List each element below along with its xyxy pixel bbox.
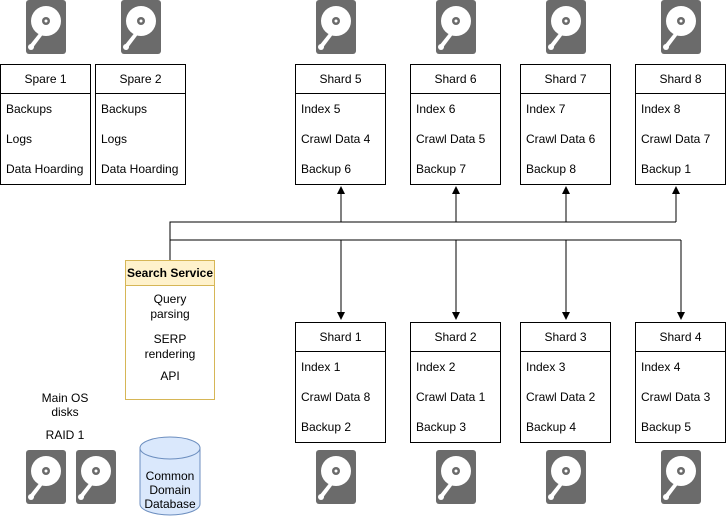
shard-7-box: Shard 7 Index 7 Crawl Data 6 Backup 8 — [520, 64, 611, 185]
search-service-title: Search Service — [126, 261, 214, 286]
shard-8-box: Shard 8 Index 8 Crawl Data 7 Backup 1 — [635, 64, 726, 185]
shard-6-title: Shard 6 — [411, 65, 500, 94]
shard-3-item: Crawl Data 2 — [526, 390, 596, 404]
shard-3-title: Shard 3 — [521, 323, 610, 352]
spare-2-item: Data Hoarding — [101, 162, 179, 176]
shard-8-item: Index 8 — [641, 102, 681, 116]
raid-label: RAID 1 — [45, 428, 85, 442]
shard-5-item: Crawl Data 4 — [301, 132, 371, 146]
hard-disk-icon — [436, 450, 476, 504]
shard-4-item: Crawl Data 3 — [641, 390, 711, 404]
spare-2-box: Spare 2 Backups Logs Data Hoarding — [95, 64, 186, 185]
spare-2-item: Backups — [101, 102, 148, 116]
database-cylinder-icon — [139, 436, 201, 516]
shard-6-item: Backup 7 — [416, 162, 467, 176]
shard-6-item: Index 6 — [416, 102, 456, 116]
shard-4-item: Backup 5 — [641, 420, 692, 434]
search-service-box: Search Service Query parsing SERP render… — [125, 260, 215, 400]
shard-1-box: Shard 1 Index 1 Crawl Data 8 Backup 2 — [295, 322, 386, 443]
hard-disk-icon — [546, 450, 586, 504]
shard-1-item: Crawl Data 8 — [301, 390, 371, 404]
shard-5-item: Backup 6 — [301, 162, 352, 176]
spare-1-item: Logs — [6, 132, 33, 146]
service-item: API — [160, 369, 180, 383]
shard-1-item: Backup 2 — [301, 420, 352, 434]
spare-1-title: Spare 1 — [1, 65, 90, 94]
spare-1-box: Spare 1 Backups Logs Data Hoarding — [0, 64, 91, 185]
shard-4-item: Index 4 — [641, 360, 681, 374]
hard-disk-icon — [26, 0, 66, 54]
hard-disk-icon — [76, 450, 116, 504]
shard-5-item: Index 5 — [301, 102, 341, 116]
database-label: Common Domain Database — [144, 469, 196, 511]
shard-2-item: Index 2 — [416, 360, 456, 374]
bus-to-top-shards — [169, 221, 676, 260]
shard-3-item: Backup 4 — [526, 420, 577, 434]
shard-5-title: Shard 5 — [296, 65, 385, 94]
shard-8-title: Shard 8 — [636, 65, 725, 94]
shard-4-box: Shard 4 Index 4 Crawl Data 3 Backup 5 — [635, 322, 726, 443]
shard-8-item: Crawl Data 7 — [641, 132, 711, 146]
shard-5-box: Shard 5 Index 5 Crawl Data 4 Backup 6 — [295, 64, 386, 185]
shard-7-item: Crawl Data 6 — [526, 132, 596, 146]
hard-disk-icon — [546, 0, 586, 54]
hard-disk-icon — [436, 0, 476, 54]
shard-7-title: Shard 7 — [521, 65, 610, 94]
hard-disk-icon — [26, 450, 66, 504]
shard-2-title: Shard 2 — [411, 323, 500, 352]
shard-2-box: Shard 2 Index 2 Crawl Data 1 Backup 3 — [410, 322, 501, 443]
hard-disk-icon — [316, 450, 356, 504]
shard-6-box: Shard 6 Index 6 Crawl Data 5 Backup 7 — [410, 64, 501, 185]
shard-2-item: Crawl Data 1 — [416, 390, 486, 404]
shard-2-item: Backup 3 — [416, 420, 467, 434]
os-disks-label: Main OS disks — [41, 391, 89, 419]
hard-disk-icon — [121, 0, 161, 54]
shard-6-item: Crawl Data 5 — [416, 132, 486, 146]
shard-8-item: Backup 1 — [641, 162, 692, 176]
shard-4-title: Shard 4 — [636, 323, 725, 352]
shard-3-item: Index 3 — [526, 360, 566, 374]
hard-disk-icon — [661, 0, 701, 54]
spare-1-item: Backups — [6, 102, 53, 116]
shard-3-box: Shard 3 Index 3 Crawl Data 2 Backup 4 — [520, 322, 611, 443]
spare-1-item: Data Hoarding — [6, 162, 84, 176]
shard-1-title: Shard 1 — [296, 323, 385, 352]
hard-disk-icon — [316, 0, 356, 54]
shard-7-item: Backup 8 — [526, 162, 577, 176]
shard-1-item: Index 1 — [301, 360, 341, 374]
service-item: SERP rendering — [144, 332, 196, 361]
hard-disk-icon — [661, 450, 701, 504]
shard-7-item: Index 7 — [526, 102, 566, 116]
spare-2-title: Spare 2 — [96, 65, 185, 94]
service-item: Query parsing — [150, 292, 190, 321]
spare-2-item: Logs — [101, 132, 128, 146]
